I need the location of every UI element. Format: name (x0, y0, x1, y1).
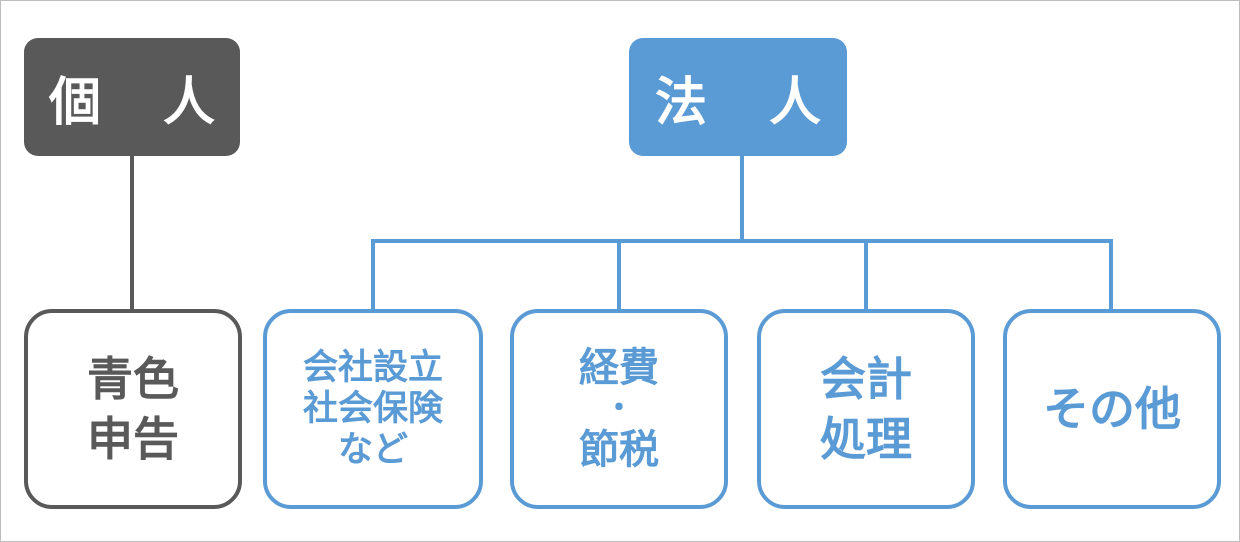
corporation-title: 法 人 (654, 72, 844, 133)
leaf-line: 会社設立 (302, 347, 443, 388)
leaf-line: 会計 (820, 352, 912, 406)
leaf-accounting: 会計 処理 (757, 309, 975, 509)
leaf-line: 経費 (579, 345, 659, 391)
leaf-line: 節税 (579, 427, 659, 473)
leaf-line: など (337, 429, 408, 470)
individual-header: 個 人 (24, 38, 240, 156)
leaf-line: その他 (1043, 382, 1181, 436)
leaf-line: 青色 (87, 352, 179, 406)
leaf-line: 申告 (87, 412, 179, 466)
leaf-line: 処理 (820, 412, 912, 466)
corporation-header: 法 人 (629, 38, 847, 156)
leaf-line: ・ (604, 391, 634, 426)
individual-title: 個 人 (48, 72, 238, 133)
leaf-expenses-tax: 経費 ・ 節税 (510, 309, 728, 509)
leaf-other: その他 (1003, 309, 1221, 509)
leaf-blue-return: 青色 申告 (24, 309, 242, 509)
leaf-company-setup: 会社設立 社会保険 など (263, 309, 483, 509)
leaf-line: 社会保険 (302, 388, 443, 429)
